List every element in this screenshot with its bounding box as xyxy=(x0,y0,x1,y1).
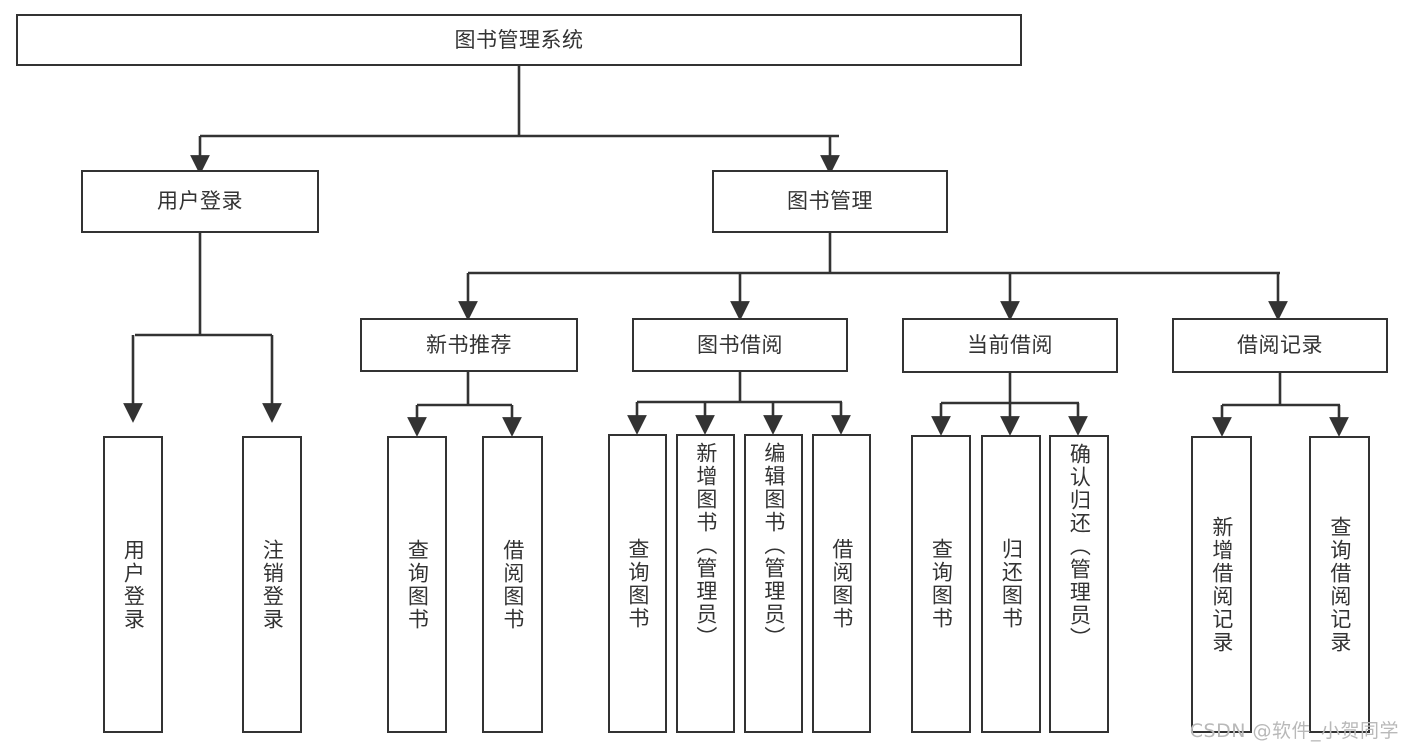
node-leaf-return-book-label: 归还图书 xyxy=(999,538,1024,630)
node-leaf-query-borrow-record[interactable]: 查询借阅记录 xyxy=(1309,436,1370,733)
node-user-login-label: 用户登录 xyxy=(157,189,243,214)
node-borrow-record-label: 借阅记录 xyxy=(1237,333,1323,358)
node-leaf-user-login[interactable]: 用户登录 xyxy=(103,436,163,733)
node-new-book-recommend[interactable]: 新书推荐 xyxy=(360,318,578,372)
node-current-borrow-label: 当前借阅 xyxy=(967,333,1053,358)
node-leaf-query-book-recommend-label: 查询图书 xyxy=(405,538,430,631)
node-leaf-add-book-admin[interactable]: 新增图书（管理员） xyxy=(676,434,735,733)
node-leaf-borrow-book-borrow-label: 借阅图书 xyxy=(829,537,854,630)
node-leaf-add-book-admin-label: 新增图书（管理员） xyxy=(693,442,718,649)
node-user-login[interactable]: 用户登录 xyxy=(81,170,319,233)
node-new-book-recommend-label: 新书推荐 xyxy=(426,332,512,357)
node-leaf-borrow-book-borrow[interactable]: 借阅图书 xyxy=(812,434,871,733)
node-root-system-label: 图书管理系统 xyxy=(454,27,584,52)
node-leaf-query-book-current-label: 查询图书 xyxy=(929,538,954,630)
node-leaf-return-book[interactable]: 归还图书 xyxy=(981,435,1041,733)
node-leaf-edit-book-admin[interactable]: 编辑图书（管理员） xyxy=(744,434,803,733)
node-book-borrow[interactable]: 图书借阅 xyxy=(632,318,848,372)
node-borrow-record[interactable]: 借阅记录 xyxy=(1172,318,1388,373)
node-book-borrow-label: 图书借阅 xyxy=(697,332,783,357)
node-leaf-logout-label: 注销登录 xyxy=(260,538,285,631)
node-leaf-query-book-current[interactable]: 查询图书 xyxy=(911,435,971,733)
node-leaf-add-borrow-record-label: 新增借阅记录 xyxy=(1209,515,1234,654)
node-leaf-query-borrow-record-label: 查询借阅记录 xyxy=(1327,515,1352,654)
node-current-borrow[interactable]: 当前借阅 xyxy=(902,318,1118,373)
node-leaf-borrow-book-recommend[interactable]: 借阅图书 xyxy=(482,436,543,733)
node-leaf-confirm-return-admin-label: 确认归还（管理员） xyxy=(1067,443,1092,650)
node-book-manage[interactable]: 图书管理 xyxy=(712,170,948,233)
node-leaf-edit-book-admin-label: 编辑图书（管理员） xyxy=(761,442,786,649)
node-book-manage-label: 图书管理 xyxy=(787,189,873,214)
node-root-system[interactable]: 图书管理系统 xyxy=(16,14,1022,66)
node-leaf-logout[interactable]: 注销登录 xyxy=(242,436,302,733)
node-leaf-add-borrow-record[interactable]: 新增借阅记录 xyxy=(1191,436,1252,733)
node-leaf-confirm-return-admin[interactable]: 确认归还（管理员） xyxy=(1049,435,1109,733)
watermark-text: CSDN @软件_小贺同学 xyxy=(1189,720,1399,742)
node-leaf-query-book-borrow-label: 查询图书 xyxy=(625,537,650,630)
node-leaf-user-login-label: 用户登录 xyxy=(121,538,146,631)
node-leaf-query-book-recommend[interactable]: 查询图书 xyxy=(387,436,447,733)
node-leaf-borrow-book-recommend-label: 借阅图书 xyxy=(500,538,525,631)
node-leaf-query-book-borrow[interactable]: 查询图书 xyxy=(608,434,667,733)
